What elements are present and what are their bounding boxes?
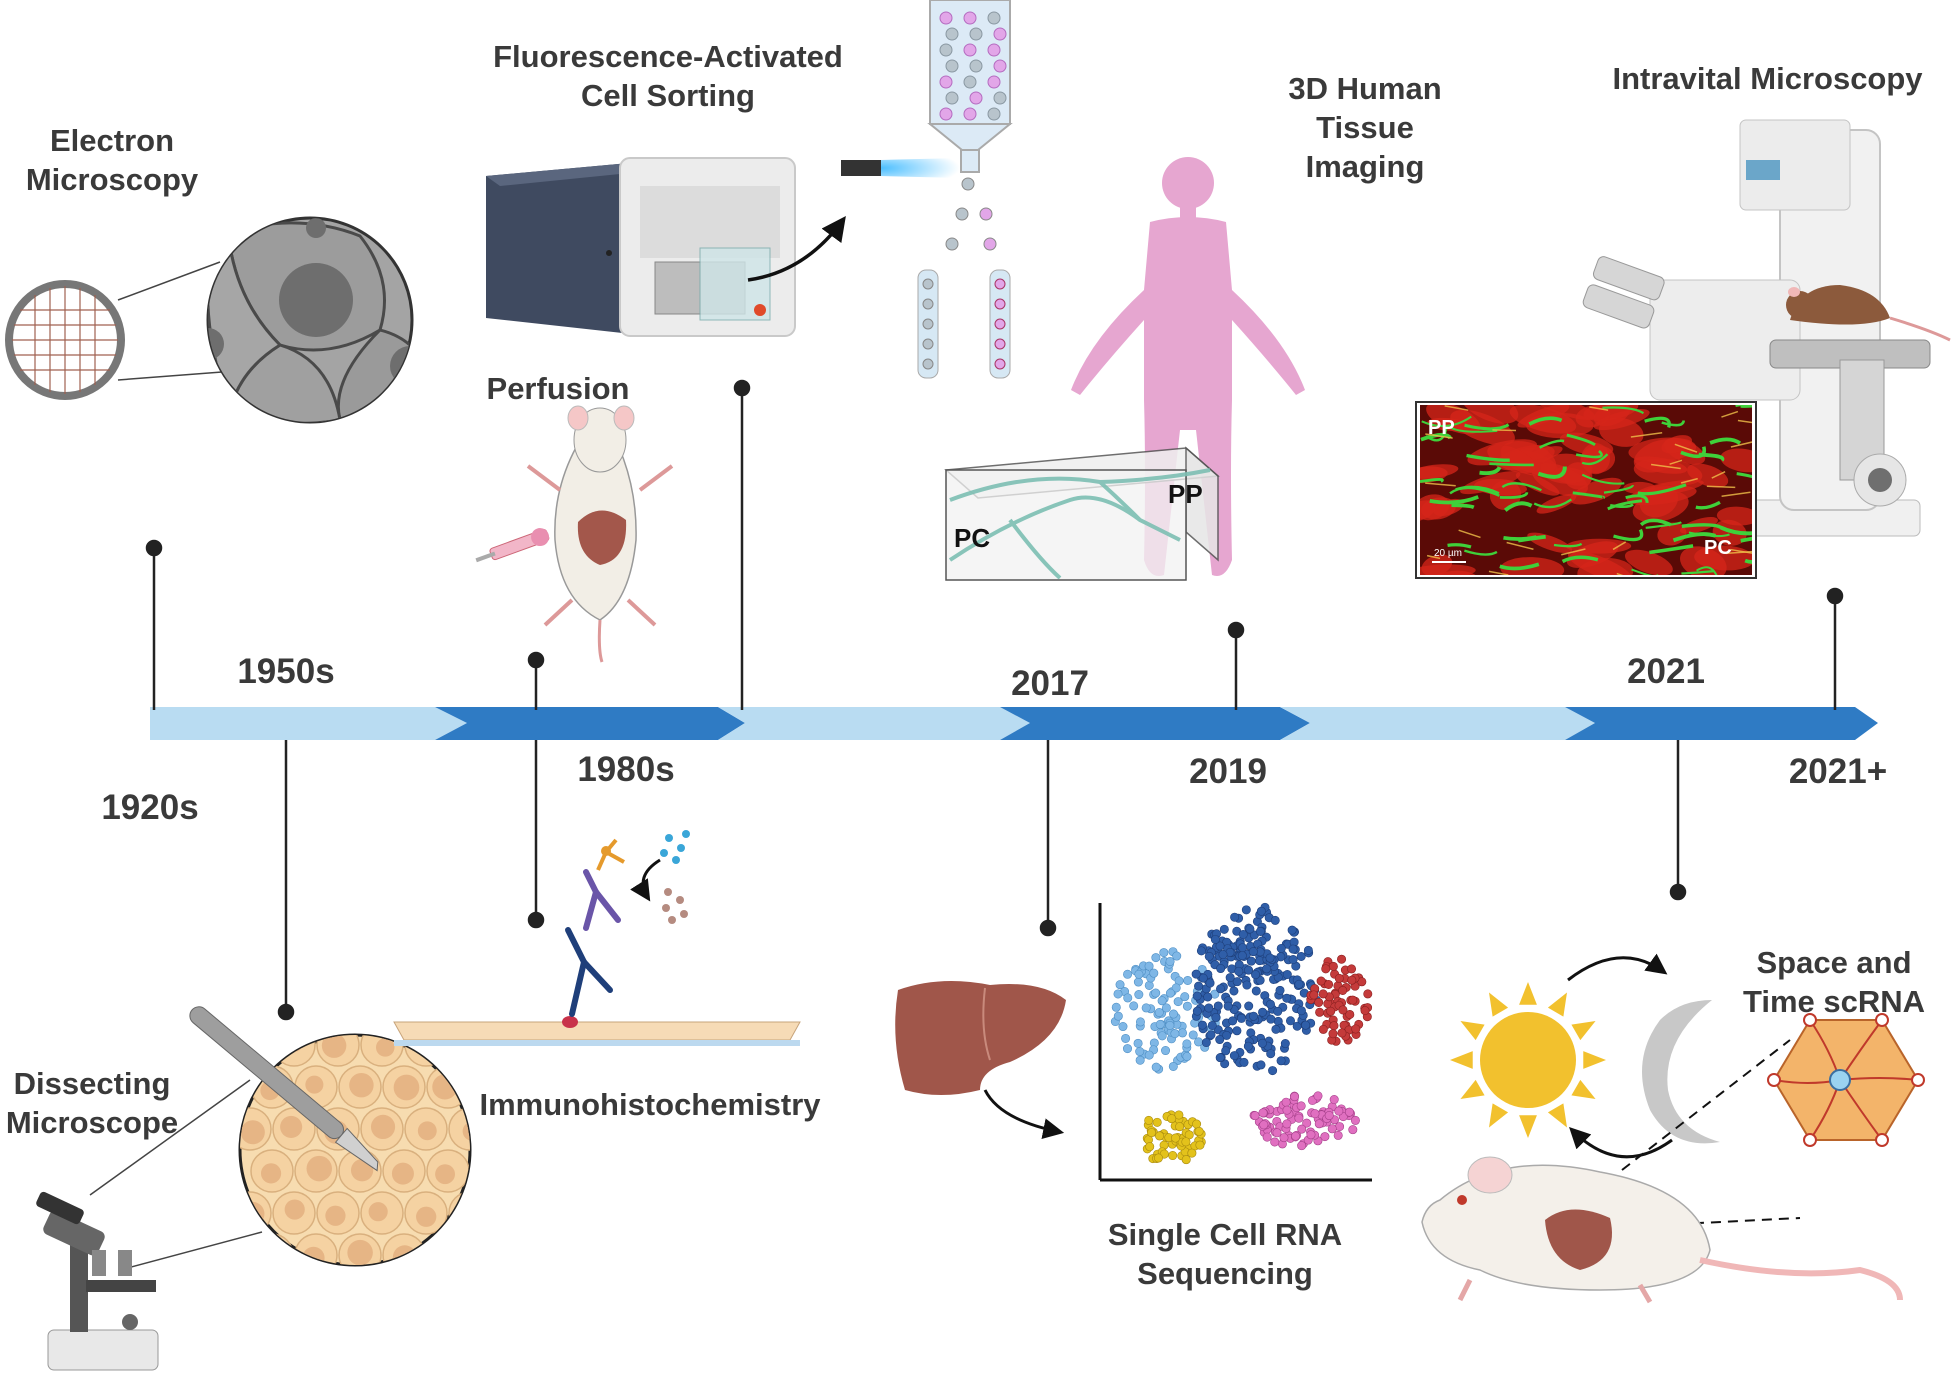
pin-immunohistochemistry	[527, 740, 545, 929]
intravital-micrograph	[1415, 401, 1757, 579]
pin-electron-microscopy	[145, 539, 163, 710]
timeline-segment-2	[435, 707, 745, 740]
lobule-hexagon	[1767, 1013, 1925, 1147]
pin-3d-tissue	[1227, 621, 1245, 710]
tissue-box-pc-label: PC	[954, 523, 991, 553]
timeline-segment-1	[150, 707, 467, 740]
year-1920s: 1920s	[101, 788, 199, 827]
year-2021-plus: 2021+	[1788, 752, 1888, 791]
facs-sorter	[841, 0, 1013, 379]
timeline-segment-5	[1280, 707, 1595, 740]
pin-intravital	[1826, 587, 1844, 710]
sun-icon	[1450, 982, 1606, 1138]
timeline-arrow	[150, 707, 1878, 740]
year-1950s: 1950s	[237, 652, 335, 691]
pin-facs	[733, 379, 751, 710]
timeline-segment-3	[718, 707, 1030, 740]
space-time-title: Space and Time scRNA	[1742, 945, 1926, 1019]
perfusion-title: Perfusion	[486, 371, 630, 406]
ihc-title: Immunohistochemistry	[479, 1087, 821, 1122]
electron-microscopy-title: Electron Microscopy	[25, 123, 199, 197]
moon-icon	[1642, 1000, 1720, 1144]
year-1980s: 1980s	[577, 750, 675, 789]
intravital-microscope	[1582, 119, 1951, 537]
facs-instrument	[486, 157, 846, 337]
micrograph-scale-bar-label: 20 µm	[1434, 548, 1462, 559]
tissue-imaging-title: 3D Human Tissue Imaging	[1288, 71, 1442, 184]
pin-perfusion	[527, 651, 545, 710]
micrograph-pp-label: PP	[1428, 417, 1455, 439]
year-2019: 2019	[1189, 752, 1267, 791]
space-time-mouse	[1421, 1156, 1903, 1304]
timeline-segment-4	[1000, 707, 1310, 740]
micrograph-pc-label: PC	[1704, 537, 1732, 559]
intravital-title: Intravital Microscopy	[1612, 61, 1923, 96]
space-time-illustration	[1421, 953, 1925, 1304]
human-silhouette	[1071, 157, 1305, 576]
timeline-segment-6	[1565, 707, 1878, 740]
tissue-box	[944, 446, 1220, 581]
ihc-illustration	[393, 830, 801, 1046]
pin-space-time	[1669, 740, 1687, 901]
year-2021: 2021	[1627, 652, 1705, 691]
pin-scrna	[1039, 740, 1057, 937]
tissue-box-pp-label: PP	[1168, 479, 1203, 509]
year-2017: 2017	[1011, 664, 1089, 703]
light-microscope	[36, 1191, 159, 1371]
em-grid-illustration	[5, 216, 414, 424]
perfusion-mouse	[475, 405, 674, 663]
scrna-title: Single Cell RNA Sequencing	[1107, 1217, 1343, 1291]
timeline-pins	[145, 379, 1844, 1021]
pin-dissecting-microscope	[277, 740, 295, 1021]
dissecting-title: Dissecting Microscope	[5, 1066, 179, 1140]
facs-title: Fluorescence-Activated Cell Sorting	[493, 39, 843, 113]
scrna-illustration	[895, 902, 1373, 1182]
dissecting-illustration	[36, 1006, 472, 1371]
